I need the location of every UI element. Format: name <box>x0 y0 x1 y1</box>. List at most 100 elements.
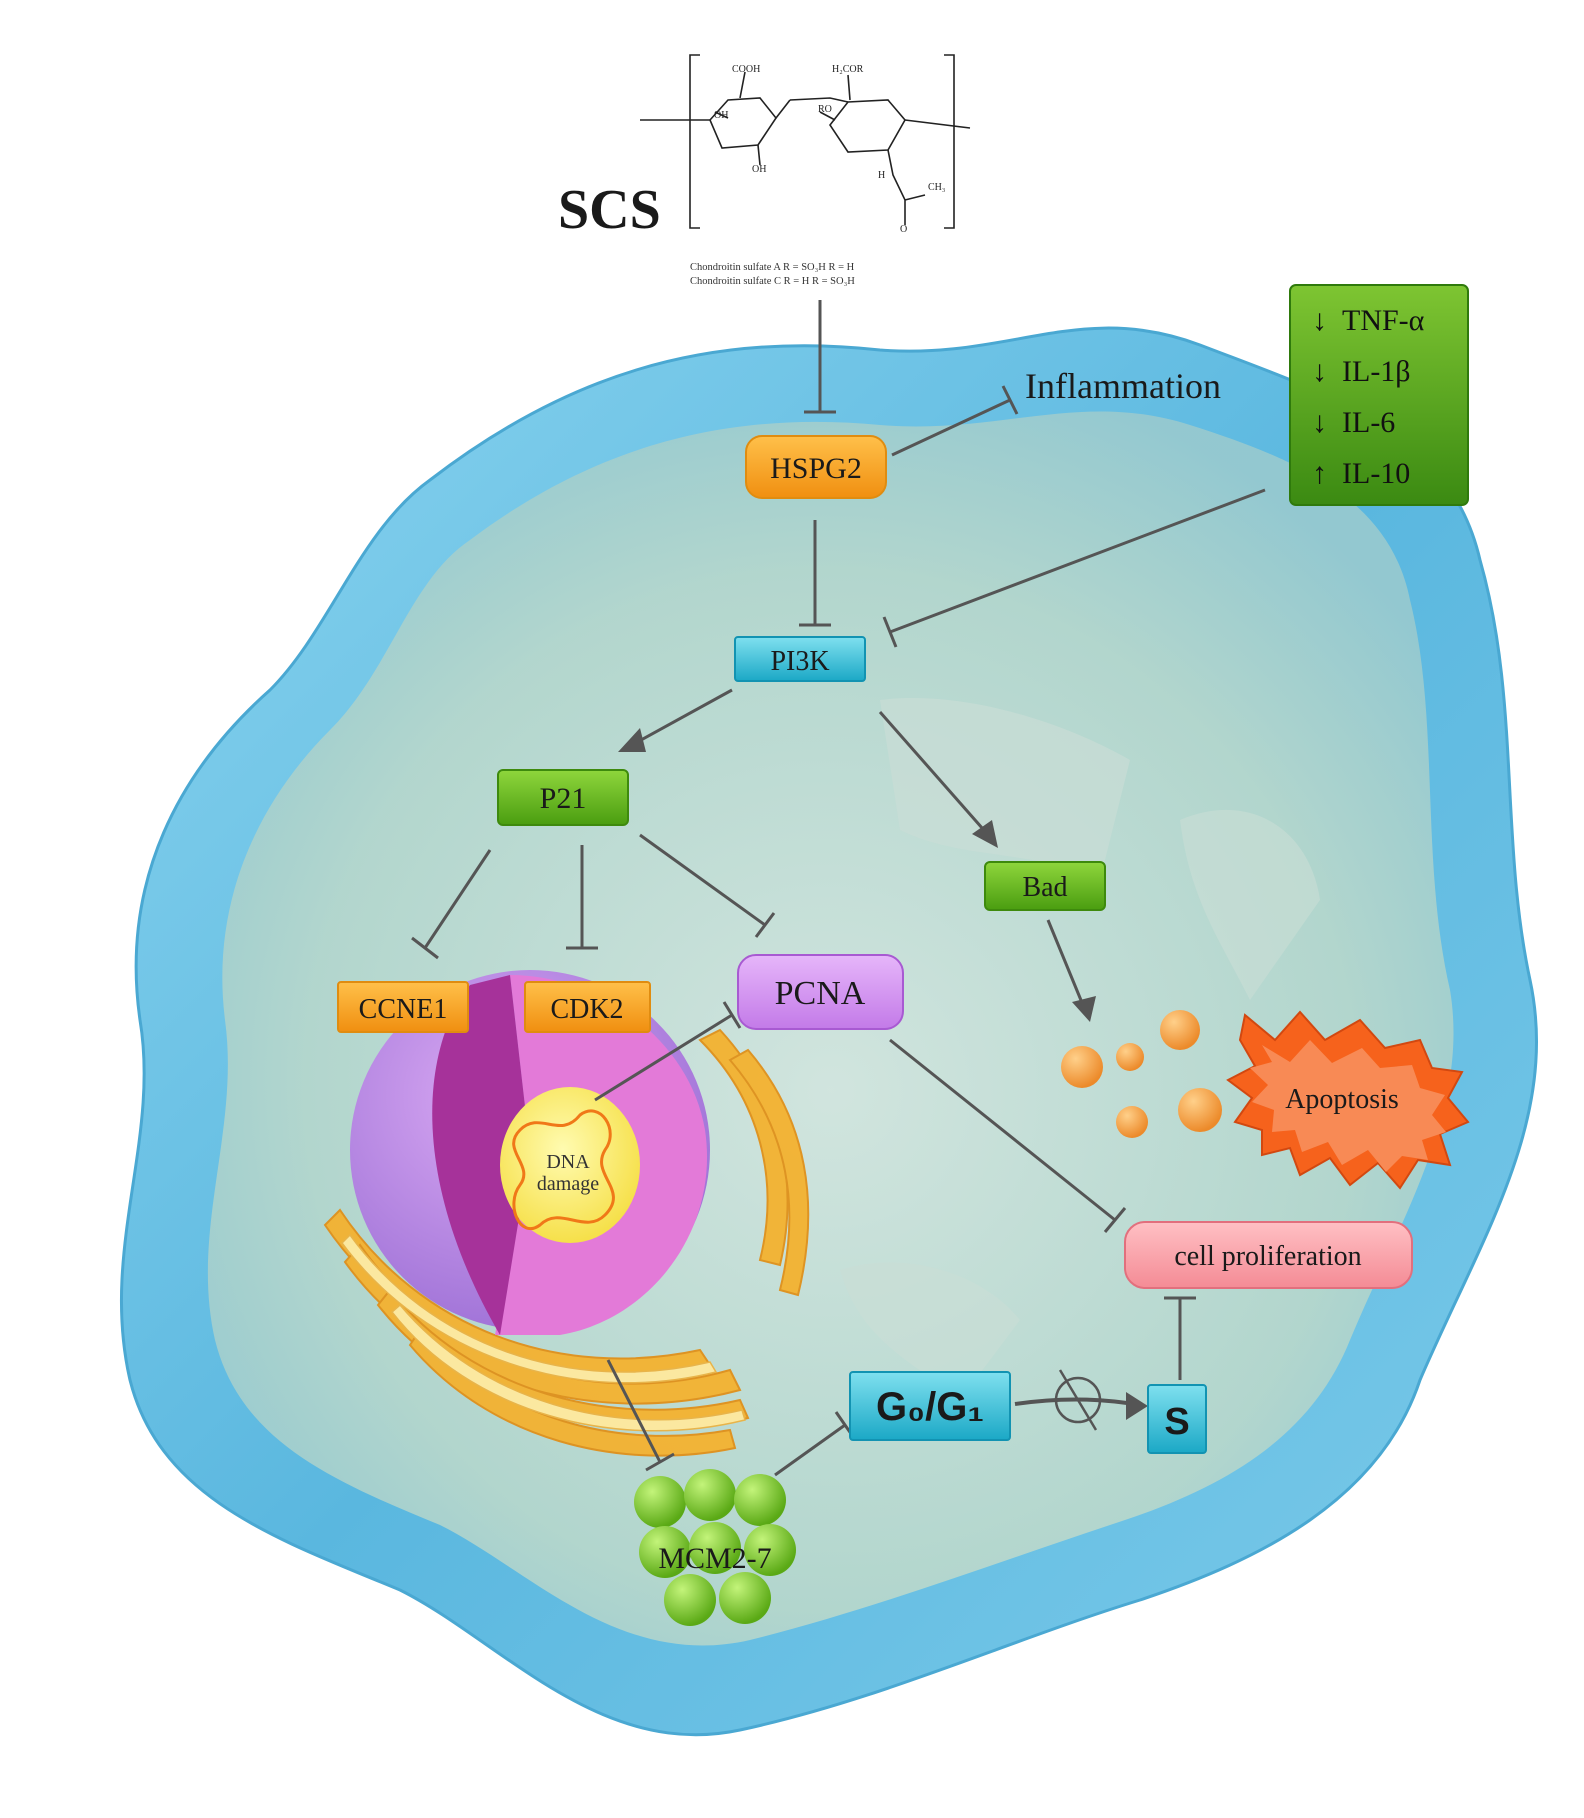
ring-1-substituents <box>640 71 791 166</box>
bad-label: Bad <box>1022 872 1067 903</box>
atom-h2cor: H₂COR <box>832 64 864 75</box>
node-apoptosis[interactable]: Apoptosis <box>1226 1010 1470 1190</box>
scs-title: SCS <box>558 179 661 241</box>
apoptotic-body <box>1160 1010 1200 1050</box>
edge-nucleus-inhibits-mcm <box>606 1359 675 1472</box>
edge-dna-damage-inhibits-pcna <box>594 1001 742 1102</box>
structure-caption-line1: Chondroitin sulfate A R = SO₃H R = H <box>690 262 855 273</box>
mcm-subunit <box>734 1474 786 1526</box>
down-arrow-icon: ↓ <box>1312 355 1327 388</box>
cytokine-box: ↓TNF-α↓IL-1β↓IL-6↑IL-10 <box>1289 284 1469 506</box>
atom-cooh: COOH <box>732 64 760 75</box>
edge-pi3k-activates-p21 <box>631 688 733 747</box>
structure-bracket-right <box>944 54 955 229</box>
apoptotic-body <box>1116 1043 1144 1071</box>
node-p21[interactable]: P21 <box>497 769 629 826</box>
edge-hspg2-inhibits-pi3k <box>799 520 831 627</box>
up-arrow-icon: ↑ <box>1312 457 1327 490</box>
atom-ro: RO <box>818 104 832 115</box>
mcm-subunit <box>664 1574 716 1626</box>
edge-p21-inhibits-pcna <box>639 833 776 938</box>
node-pi3k[interactable]: PI3K <box>734 636 866 682</box>
node-cdk2[interactable]: CDK2 <box>524 981 651 1033</box>
dna-damage-label-line1: DNA <box>546 1151 590 1173</box>
node-bad[interactable]: Bad <box>984 861 1106 911</box>
node-ccne1[interactable]: CCNE1 <box>337 981 469 1033</box>
arrowhead-bad <box>972 820 998 848</box>
dna-core <box>500 1087 640 1243</box>
mcm-subunit <box>639 1526 691 1578</box>
edge-p21-inhibits-cdk2 <box>566 845 598 950</box>
apoptotic-bodies <box>1061 1010 1222 1138</box>
node-pcna[interactable]: PCNA <box>737 954 904 1030</box>
apoptosis-burst-inner <box>1250 1040 1446 1172</box>
g0g1-label: G₀/G₁ <box>876 1385 984 1429</box>
cell-cycle-block-icon <box>1052 1369 1104 1431</box>
cytokine-list: ↓TNF-α↓IL-1β↓IL-6↑IL-10 <box>1312 304 1425 490</box>
dna-damage-label-line2: damage <box>537 1173 599 1195</box>
atom-o: O <box>900 224 907 235</box>
mcm-subunit <box>744 1524 796 1576</box>
pi3k-label: PI3K <box>770 646 829 677</box>
er-fragment <box>1180 809 1320 1000</box>
inflammation-label: Inflammation <box>1025 366 1221 406</box>
nucleus-cutaway-inner <box>432 975 530 1335</box>
edge-bad-activates-apoptosis <box>1046 919 1087 1011</box>
ring-2-substituents <box>789 74 971 225</box>
arrowheads <box>618 728 1148 1420</box>
er-light-layers <box>341 1233 746 1432</box>
p21-label: P21 <box>540 782 587 815</box>
down-arrow-icon: ↓ <box>1312 304 1327 337</box>
cell-proliferation-label: cell proliferation <box>1174 1241 1361 1272</box>
structure-bracket-left <box>689 54 700 229</box>
edge-p21-inhibits-ccne1 <box>411 849 492 960</box>
edge-s-inhibits-proliferation <box>1164 1296 1196 1380</box>
cytokine-item: ↓IL-1β <box>1312 355 1411 388</box>
edge-pi3k-activates-bad <box>878 711 992 838</box>
scs-chemical-structure: COOH OH OH H₂COR RO H CH₃ O <box>640 54 971 235</box>
node-s-phase[interactable]: S <box>1147 1384 1207 1454</box>
apoptotic-body <box>1061 1046 1103 1088</box>
mcm-subunit <box>684 1469 736 1521</box>
atom-ch3: CH₃ <box>928 182 945 193</box>
node-g0g1[interactable]: G₀/G₁ <box>849 1371 1011 1441</box>
cytokine-item: ↓TNF-α <box>1312 304 1425 337</box>
edge-pcna-inhibits-proliferation <box>889 1038 1127 1233</box>
arrowhead-apoptosis <box>1072 996 1096 1022</box>
mcm-subunit <box>689 1522 741 1574</box>
arrowhead-p21 <box>618 728 646 752</box>
down-arrow-icon: ↓ <box>1312 406 1327 439</box>
cell <box>119 326 1539 1737</box>
apoptotic-body <box>1178 1088 1222 1132</box>
sugar-ring-1 <box>709 97 777 149</box>
er-fragment <box>880 698 1130 880</box>
dna-strand-icon <box>512 1109 615 1231</box>
cdk2-label: CDK2 <box>550 994 623 1025</box>
nucleus: DNA damage <box>323 970 810 1457</box>
pathway-edges <box>411 300 1266 1477</box>
arrowhead-s-phase <box>1126 1392 1148 1420</box>
mcm-label: MCM2-7 <box>658 1542 771 1575</box>
s-phase-label: S <box>1164 1401 1189 1443</box>
node-hspg2[interactable]: HSPG2 <box>745 435 887 499</box>
edge-hspg2-inhibits-inflammation <box>891 385 1019 457</box>
atom-oh: OH <box>714 110 728 121</box>
edge-inflammation-inhibits-pi3k <box>882 488 1266 648</box>
mcm-complex: MCM2-7 <box>634 1469 796 1626</box>
cytokine-label: IL-10 <box>1342 457 1410 490</box>
cytokine-item: ↑ IL-10 <box>1312 457 1410 490</box>
edge-scs-inhibits-hspg2 <box>804 300 836 414</box>
apoptotic-body <box>1116 1106 1148 1138</box>
pcna-label: PCNA <box>775 975 866 1012</box>
atom-hn: H <box>878 170 885 181</box>
atom-oh: OH <box>752 164 766 175</box>
cytokine-label: IL-6 <box>1342 406 1395 439</box>
cytokine-item: ↓ IL-6 <box>1312 406 1395 439</box>
apoptosis-label: Apoptosis <box>1285 1084 1399 1115</box>
mcm-subunit <box>634 1476 686 1528</box>
hspg2-label: HSPG2 <box>770 452 862 485</box>
mcm-subunit <box>719 1572 771 1624</box>
sugar-ring-2 <box>829 99 906 153</box>
node-cell-proliferation[interactable]: cell proliferation <box>1124 1221 1413 1289</box>
